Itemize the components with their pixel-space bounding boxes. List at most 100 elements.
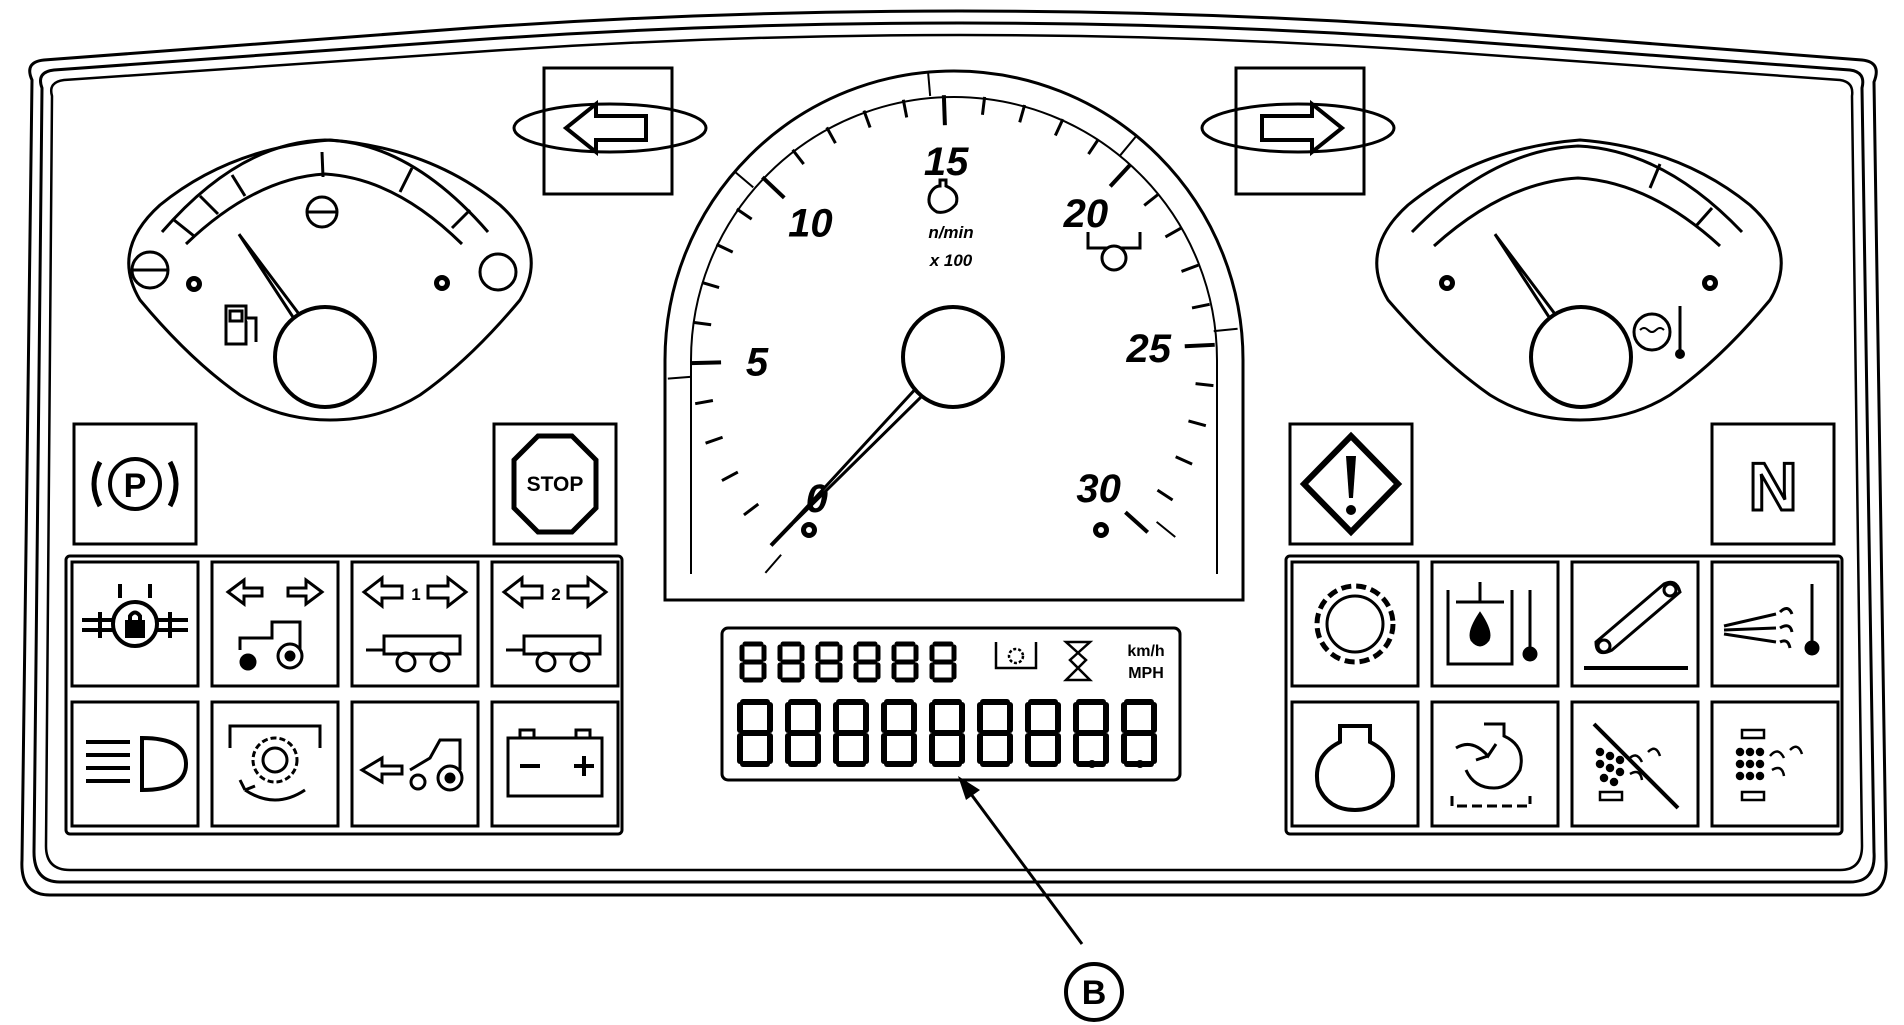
tach-tick xyxy=(743,502,760,517)
tach-band-divider xyxy=(1119,136,1137,156)
lcd-digit xyxy=(785,699,821,767)
belt-drive-icon xyxy=(1584,580,1688,670)
temp-gauge-segments xyxy=(1648,163,1714,227)
right-icon-panel xyxy=(1284,554,1844,836)
lcd-digit xyxy=(1121,699,1157,767)
tach-tick-label: 10 xyxy=(788,201,833,245)
lcd-digit xyxy=(1073,699,1109,767)
battery-indicator xyxy=(490,700,620,828)
exhaust-filter-off-icon xyxy=(1592,722,1680,810)
neutral-box xyxy=(1710,422,1836,546)
rpm-multiplier-label: x 100 xyxy=(929,251,973,270)
tach-band-divider xyxy=(1155,521,1176,538)
parking-brake-label: P xyxy=(124,467,147,505)
tractor-turn-indicator xyxy=(210,560,340,688)
trailer-1-label: 1 xyxy=(411,585,420,604)
tach-band-divider xyxy=(927,72,932,97)
fuel-gauge-segments xyxy=(173,151,472,238)
trailer-icon xyxy=(366,634,462,673)
headlight-icon xyxy=(86,735,189,793)
neutral-indicator: N xyxy=(1710,422,1836,546)
callout-b-arrowhead xyxy=(958,776,980,800)
panel-outline xyxy=(20,9,1888,897)
tachometer: 051015202530 n/min x 100 xyxy=(663,69,1245,602)
turn-left-indicator xyxy=(512,66,708,196)
trailer-2-turn-indicator: 2 xyxy=(490,560,620,688)
trailer-2-icon xyxy=(506,634,602,673)
master-warning-indicator xyxy=(1288,422,1414,546)
tach-tick-label: 5 xyxy=(746,341,769,385)
lcd-digit xyxy=(777,641,805,683)
engine-rpm-icon xyxy=(927,178,959,214)
tach-tick xyxy=(701,281,720,290)
lcd-decimal-point xyxy=(1088,760,1096,768)
tach-tick xyxy=(862,110,872,129)
tach-tick xyxy=(715,242,734,254)
arrow-left-icon xyxy=(562,99,648,157)
turn-right-indicator xyxy=(1200,66,1396,196)
lcd-unit-mph: MPH xyxy=(1128,665,1164,682)
stop-label: STOP xyxy=(527,473,584,496)
tach-tick xyxy=(1184,342,1215,349)
left-icon-frame xyxy=(64,554,624,836)
tach-tick xyxy=(705,435,724,445)
stop-indicator: STOP xyxy=(492,422,618,546)
lcd-service-icon xyxy=(994,642,1038,670)
right-icon-frame xyxy=(1284,554,1844,836)
tachometer-hub xyxy=(901,305,1005,409)
tach-tick xyxy=(694,399,714,406)
tachometer-scale xyxy=(667,72,1238,574)
lcd-digit xyxy=(977,699,1013,767)
parking-brake-indicator: P xyxy=(72,422,198,546)
battery-icon xyxy=(506,728,604,798)
callout-b-circle xyxy=(1064,962,1124,1022)
parking-brake-icon xyxy=(108,457,162,511)
tach-band-divider xyxy=(667,375,692,380)
temp-gauge-arc xyxy=(1410,144,1744,234)
tach-tick xyxy=(1053,118,1065,137)
lcd-trip-digits xyxy=(739,641,957,683)
tach-tick xyxy=(1108,162,1133,188)
temp-gauge-hub xyxy=(1529,305,1633,409)
tach-tick xyxy=(691,360,722,366)
rpm-unit-label: n/min xyxy=(928,223,973,242)
tach-tick xyxy=(1164,226,1182,239)
pto-indicator xyxy=(210,700,340,828)
pto-gear-icon xyxy=(228,724,322,802)
tach-tick xyxy=(1124,510,1150,534)
tach-band-divider xyxy=(764,554,782,574)
tach-tick xyxy=(735,207,753,221)
fuel-half-mark xyxy=(305,195,339,229)
lcd-digit xyxy=(737,699,773,767)
lcd-main-digits xyxy=(737,699,1157,768)
neutral-label: N xyxy=(1748,449,1797,525)
fuel-gauge xyxy=(127,138,533,422)
tach-tick xyxy=(941,95,947,126)
callout-b: B xyxy=(958,776,1124,1022)
lcd-digit xyxy=(853,641,881,683)
tach-tick xyxy=(1175,455,1193,466)
arrow-right-icon xyxy=(1260,99,1346,157)
dpf-regen-indicator xyxy=(1710,700,1840,828)
air-temp-indicator xyxy=(1710,560,1840,688)
tach-tick-label: 15 xyxy=(924,140,969,184)
tach-tick xyxy=(980,96,987,115)
tach-tick xyxy=(1188,419,1207,428)
lcd-digit xyxy=(929,699,965,767)
left-icon-panel: 1 2 xyxy=(64,554,624,836)
lcd-digit xyxy=(1025,699,1061,767)
tach-tick-label: 30 xyxy=(1076,467,1121,511)
tach-tick xyxy=(721,470,739,482)
tach-tick xyxy=(825,126,837,144)
trailer1-arrow-right-icon xyxy=(426,574,469,610)
tractor-implement-icon xyxy=(359,738,464,792)
trailer1-arrow-left-icon xyxy=(361,574,404,610)
stop-sign-icon xyxy=(511,433,599,535)
trailer2-arrow-left-icon xyxy=(501,574,544,610)
tach-tick xyxy=(1143,193,1160,207)
temp-gauge-inner-arc xyxy=(1432,176,1722,248)
diff-lock-icon xyxy=(82,584,188,648)
hydraulic-oil-temp-indicator xyxy=(1430,560,1560,688)
trailer-2-label: 2 xyxy=(551,585,560,604)
